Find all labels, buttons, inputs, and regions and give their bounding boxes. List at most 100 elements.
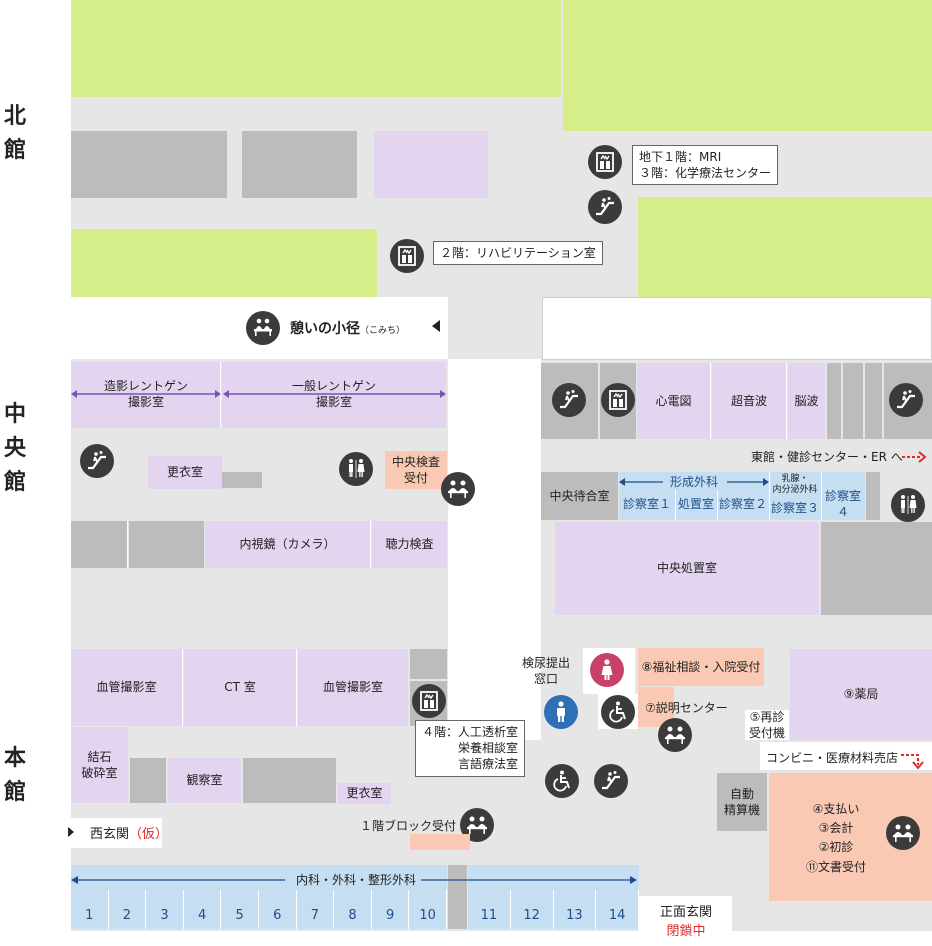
counter-line: ④支払い <box>812 802 860 816</box>
label-line: 受付 <box>403 471 428 485</box>
elevator-icon <box>588 145 622 179</box>
main-utility-3 <box>243 758 336 803</box>
clinic-room-12: 12 <box>511 890 554 929</box>
ecg-room: 心電図 <box>637 363 711 439</box>
consult-room-2: 診察室２ <box>718 497 767 511</box>
plastic-surgery-block <box>619 472 865 520</box>
guide-line: 言語療法室 <box>458 757 519 772</box>
revisit-kiosk: ⑤再診 受付機 <box>745 710 789 740</box>
east-utility-4 <box>866 472 880 520</box>
observation-room: 観察室 <box>168 758 241 803</box>
guide-line: 栄養相談室 <box>458 741 519 756</box>
east-wing-frame <box>542 297 932 360</box>
front-entrance-label: 正面玄関 閉鎖中 <box>660 904 712 942</box>
endoscopy-room: 内視鏡（カメラ） <box>205 521 371 568</box>
breast-surgery-label: 乳腺・ 内分泌外科 <box>769 474 821 497</box>
north-room-gray-1 <box>71 131 227 198</box>
label-line: 破砕室 <box>81 766 118 780</box>
room-divider <box>821 472 822 520</box>
north-garden-top <box>71 0 561 97</box>
clinic-band-east <box>468 865 639 929</box>
ct-room: CT 室 <box>184 649 297 726</box>
building-char: 本 <box>3 746 26 771</box>
rest-path-reading: （こみち） <box>360 326 406 336</box>
guide-line: ３階：化学療法センター <box>639 166 772 181</box>
escalator-icon <box>594 764 628 798</box>
eeg-room: 脳波 <box>788 363 825 439</box>
label-line: 受付機 <box>748 726 785 740</box>
escalator-icon <box>552 383 586 417</box>
welfare-admission-desk: ⑧福祉相談・入院受付 <box>638 648 764 686</box>
rest-path-name: 憩いの小径 <box>290 321 360 337</box>
escalator-icon <box>889 383 923 417</box>
label-line: 結石 <box>87 749 112 764</box>
guide-line: ４階：人工透析室 <box>422 725 519 739</box>
plastic-surgery-span-arrow <box>619 478 769 486</box>
clinic-band-label: 内科・外科・整形外科 <box>290 872 423 889</box>
entrance-closed: 閉鎖中 <box>666 923 706 939</box>
entrance-note: （仮） <box>129 827 169 842</box>
contrast-xray-room <box>71 362 221 428</box>
block1-reception-desk <box>410 834 470 850</box>
escalator-icon <box>80 444 114 478</box>
label-line: ⑤再診 <box>749 709 785 724</box>
central-passage <box>448 297 541 359</box>
rest-area-icon <box>246 311 280 345</box>
changing-annex <box>222 472 262 488</box>
reception-icon <box>658 718 692 752</box>
room-divider <box>717 490 718 520</box>
rest-path-label: 憩いの小径（こみち） <box>290 318 405 338</box>
west-entrance-label: 西玄関（仮） <box>90 823 168 842</box>
label-line: 窓口 <box>534 672 559 687</box>
escalator-icon <box>588 190 622 224</box>
ultrasound-room: 超音波 <box>712 363 787 439</box>
plastic-surgery-label: 形成外科 <box>669 475 718 489</box>
north-garden-bottom <box>71 229 377 297</box>
elevator-icon <box>390 239 424 273</box>
wheelchair-icon <box>601 695 635 729</box>
rehab-guide: ２階：リハビリテーション室 <box>433 241 603 266</box>
label-line: 内分泌外科 <box>772 485 818 496</box>
block1-reception-label: １階ブロック受付 <box>360 819 457 833</box>
angiography-room-1: 血管撮影室 <box>71 649 183 726</box>
main-floor-guide: ４階：人工透析室 栄養相談室 言語療法室 <box>415 720 526 777</box>
front-entrance-area <box>639 896 732 946</box>
wheelchair-icon <box>545 764 579 798</box>
clinic-band-span-arrow <box>71 876 637 884</box>
contrast-xray-label: 造影レントゲン撮影室 <box>71 378 221 410</box>
male-icon <box>544 695 578 729</box>
elevator-icon <box>412 684 446 718</box>
clinic-room-9: 9 <box>372 890 410 929</box>
convenience-store-label: コンビニ・医療材料売店 <box>766 751 899 765</box>
angiography-room-2: 血管撮影室 <box>298 649 408 726</box>
elevator-icon <box>601 383 635 417</box>
main-utility-2 <box>130 758 166 803</box>
pharmacy: ⑨薬局 <box>790 649 932 740</box>
arrow-left-icon <box>432 320 440 332</box>
consult-room-4: 診察室４ <box>824 489 861 520</box>
building-char: 館 <box>3 780 26 806</box>
label-line: 造影レントゲン <box>103 379 188 393</box>
clinic-room-14: 14 <box>596 890 639 929</box>
xray-span-arrows <box>71 390 446 398</box>
clinic-room-10: 10 <box>409 890 447 929</box>
label-line: 撮影室 <box>127 395 164 410</box>
clinic-room-4: 4 <box>184 890 222 929</box>
hearing-test-room: 聴力検査 <box>372 521 447 568</box>
east-utility-2 <box>843 363 863 439</box>
building-char: 館 <box>3 470 26 496</box>
clinic-room-6: 6 <box>259 890 297 929</box>
arrow-right-icon <box>902 451 927 463</box>
east-utility-5 <box>821 522 932 615</box>
reception-icon <box>886 816 920 850</box>
north-floor-guide: 地下１階：MRI ３階：化学療法センター <box>632 145 779 186</box>
label-line: 中央検査 <box>391 454 440 469</box>
clinic-room-1: 1 <box>71 890 109 929</box>
clinic-room-2: 2 <box>109 890 147 929</box>
north-room-lavender <box>374 131 488 198</box>
north-garden-top-right <box>563 0 932 131</box>
lab-reception: 中央検査受付 <box>385 451 447 489</box>
clinic-room-5: 5 <box>221 890 259 929</box>
main-counter-labels: ④支払い ③会計 ②初診 ⑪文書受付 <box>806 800 866 877</box>
east-building-direction: 東館・健診センター・ER へ <box>751 450 903 464</box>
